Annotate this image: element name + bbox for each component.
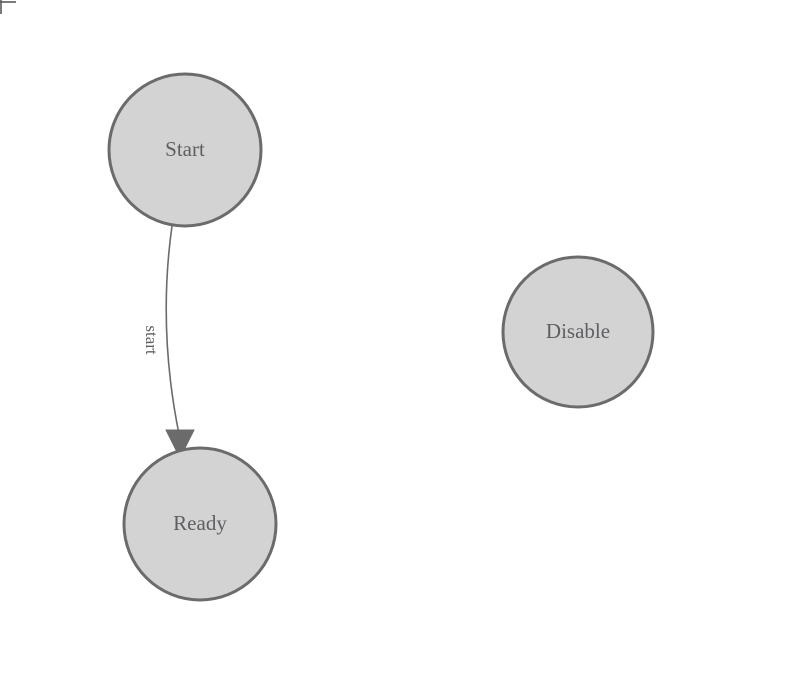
node-disable[interactable]: Disable: [501, 255, 655, 409]
arrowhead-icon: [165, 429, 195, 460]
node-ready-label: Ready: [173, 511, 227, 535]
node-ready-circle[interactable]: [122, 446, 278, 602]
corner-bracket: [0, 0, 16, 14]
edge-label-start: start: [142, 325, 161, 355]
node-start-label: Start: [165, 137, 205, 161]
node-ready[interactable]: Ready: [122, 446, 278, 602]
edge-curve: [165, 225, 180, 435]
node-disable-circle[interactable]: [501, 255, 655, 409]
node-start[interactable]: Start: [107, 72, 263, 228]
node-disable-label: Disable: [546, 319, 610, 343]
edge-start-to-ready[interactable]: start: [142, 225, 195, 460]
node-start-circle[interactable]: [107, 72, 263, 228]
